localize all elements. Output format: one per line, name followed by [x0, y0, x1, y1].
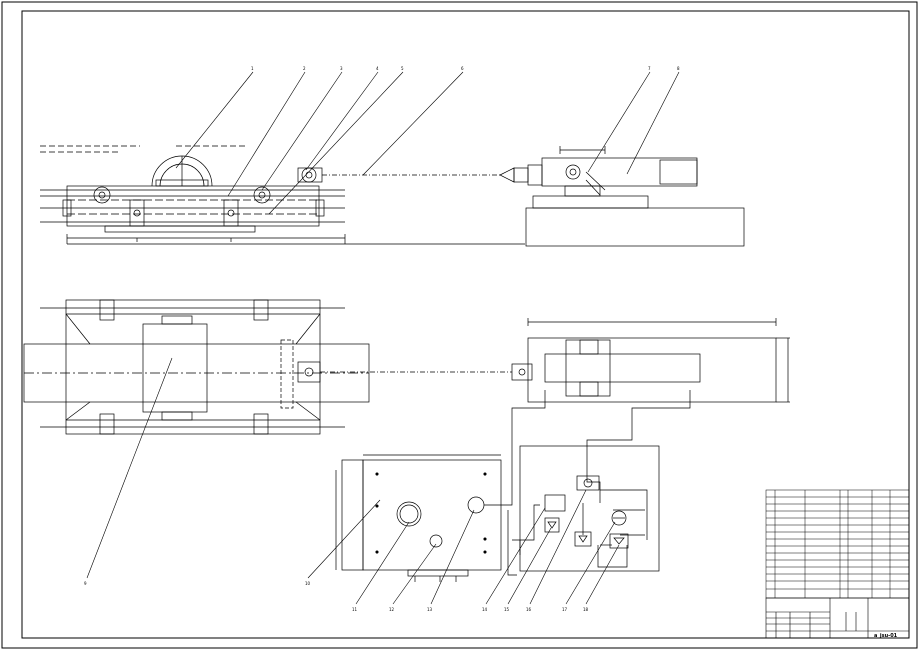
hydraulic-pipe: [484, 390, 546, 506]
part-number: 7: [648, 66, 651, 71]
part-number: 13: [427, 607, 433, 612]
elevation-view: [40, 145, 745, 247]
check-valve: [576, 475, 600, 491]
plan-view: [23, 299, 790, 435]
part-number: 17: [562, 607, 568, 612]
part-number: 5: [401, 66, 404, 71]
part-number: 8: [677, 66, 680, 71]
part-number: 4: [376, 66, 379, 71]
bill-of-materials: [765, 489, 910, 599]
part-number: 18: [583, 607, 589, 612]
part-number-labels: 1 2 3 4 5 6 7 8 9 10 11 12 13 14 15 16 1…: [84, 66, 680, 612]
idler-wheel: [253, 186, 271, 204]
part-number: 1: [251, 66, 254, 71]
relief-valve: [544, 494, 566, 512]
part-number: 14: [482, 607, 488, 612]
part-number: 9: [84, 581, 87, 586]
title-block: [765, 597, 910, 639]
drawing-frame: [21, 10, 910, 639]
part-number: 6: [461, 66, 464, 71]
idler-wheel: [93, 186, 111, 204]
cylinder-plan: [544, 353, 701, 383]
valve-panel: [519, 445, 660, 572]
oil-tank-port: [396, 501, 422, 527]
part-number: 15: [504, 607, 510, 612]
hydraulic-system: [335, 390, 691, 582]
part-number: 12: [389, 607, 395, 612]
pressure-gauge: [611, 510, 627, 526]
drawing-number: a_jsu-01: [874, 633, 898, 639]
part-number: 3: [340, 66, 343, 71]
part-number: 2: [303, 66, 306, 71]
part-number: 16: [526, 607, 532, 612]
part-number: 11: [352, 607, 358, 612]
leader-lines: [86, 71, 680, 605]
part-number: 10: [305, 581, 311, 586]
directional-valve: [544, 517, 560, 533]
